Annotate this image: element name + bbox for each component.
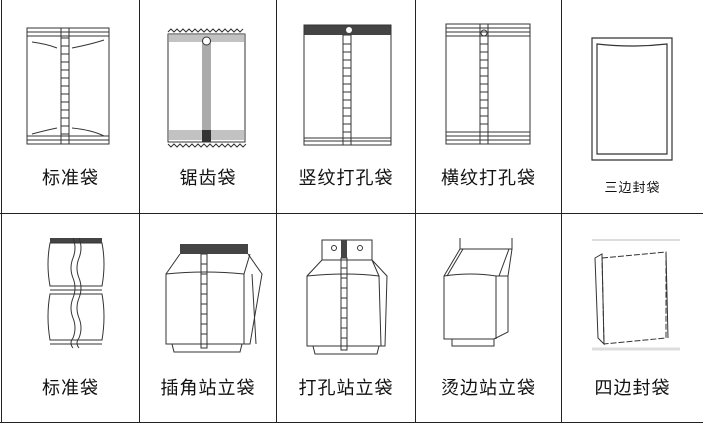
grid-divider: [561, 0, 562, 423]
bag-label: 三边封袋: [604, 181, 661, 196]
bag-label: 打孔站立袋: [298, 378, 394, 399]
bag-label: 标准袋: [42, 168, 99, 189]
bag-cell: 横纹打孔袋: [416, 0, 561, 213]
vertical-texture-hole-bag-icon: [303, 24, 392, 146]
bag-label: 竖纹打孔袋: [298, 168, 394, 189]
heat-edge-stand-up-bag-icon: [443, 238, 513, 347]
four-side-seal-bag-icon: [592, 239, 680, 351]
bag-cell: 烫边站立袋: [416, 214, 561, 422]
bag-cell: 三边封袋: [562, 0, 703, 213]
hole-stand-up-bag-icon: [306, 239, 388, 355]
gusset-stand-up-bag-icon: [165, 244, 263, 353]
bag-cell: 标准袋: [2, 214, 139, 422]
bag-label: 横纹打孔袋: [441, 168, 536, 189]
pillow-bag-icon: [26, 27, 110, 145]
grid-divider: [0, 422, 703, 423]
bag-cell: 四边封袋: [562, 214, 703, 422]
bag-cell: 竖纹打孔袋: [277, 0, 415, 213]
bag-label: 烫边站立袋: [441, 378, 536, 399]
bag-label: 标准袋: [42, 378, 99, 399]
grid-divider: [139, 0, 140, 423]
serrated-bag-icon: [167, 28, 247, 148]
bag-cell: 锯齿袋: [140, 0, 276, 213]
grid-divider: [1, 0, 2, 423]
bag-cell: 打孔站立袋: [277, 214, 415, 422]
three-side-seal-bag-icon: [591, 37, 673, 161]
bag-cell: 插角站立袋: [140, 214, 276, 422]
connected-pillow-bag-icon: [47, 237, 105, 349]
grid-divider: [415, 0, 416, 423]
bag-cell: 标准袋: [2, 0, 139, 213]
bag-label: 四边封袋: [594, 378, 671, 399]
grid-divider: [276, 0, 277, 423]
bag-label: 插角站立袋: [160, 378, 256, 399]
grid-divider: [0, 213, 703, 214]
bag-label: 锯齿袋: [179, 168, 237, 189]
horizontal-texture-hole-bag-icon: [445, 23, 531, 145]
